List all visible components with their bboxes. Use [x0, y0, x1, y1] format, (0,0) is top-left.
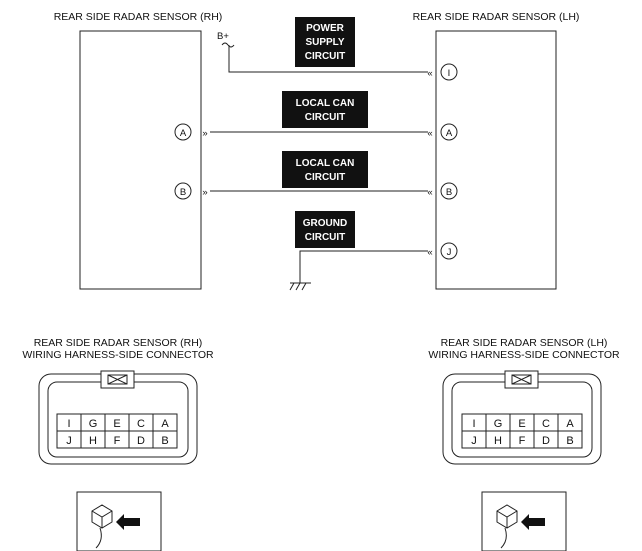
b-plus-label: B+	[217, 31, 229, 42]
pin-a-lh	[440, 123, 458, 141]
lh-connector-title: REAR SIDE RADAR SENSOR (LH)	[441, 337, 608, 349]
svg-text:J: J	[447, 247, 452, 258]
svg-text:CIRCUIT: CIRCUIT	[305, 232, 346, 243]
svg-text:B: B	[446, 187, 452, 198]
svg-text:«: «	[427, 187, 432, 198]
svg-text:A: A	[446, 128, 453, 139]
svg-text:GROUND: GROUND	[303, 218, 347, 229]
svg-text:I: I	[67, 418, 70, 430]
svg-text:I: I	[472, 418, 475, 430]
local-can-circuit-label-2	[282, 151, 368, 188]
lh-sensor-title: REAR SIDE RADAR SENSOR (LH)	[413, 11, 580, 23]
svg-text:CIRCUIT: CIRCUIT	[305, 112, 346, 123]
svg-text:POWER: POWER	[306, 23, 345, 34]
svg-text:SUPPLY: SUPPLY	[305, 37, 344, 48]
ground-symbol	[289, 282, 311, 291]
svg-text:LOCAL CAN: LOCAL CAN	[296, 98, 355, 109]
svg-text:»: »	[202, 187, 207, 198]
svg-text:D: D	[542, 435, 550, 447]
svg-text:H: H	[89, 435, 97, 447]
svg-text:C: C	[137, 418, 145, 430]
lh-connector-face	[442, 370, 602, 465]
svg-text:B: B	[161, 435, 168, 447]
svg-text:B: B	[566, 435, 573, 447]
rh-sensor-title: REAR SIDE RADAR SENSOR (RH)	[54, 11, 223, 23]
svg-text:A: A	[161, 418, 169, 430]
svg-text:A: A	[180, 128, 187, 139]
svg-text:D: D	[137, 435, 145, 447]
svg-text:F: F	[519, 435, 526, 447]
svg-text:F: F	[114, 435, 121, 447]
pin-j-lh	[440, 242, 458, 260]
svg-text:H: H	[494, 435, 502, 447]
svg-text:J: J	[471, 435, 477, 447]
svg-text:»: »	[202, 128, 207, 139]
svg-text:«: «	[427, 247, 432, 258]
rh-connector-section: REAR SIDE RADAR SENSOR (RH) WIRING HARNE…	[22, 337, 214, 551]
rh-connector-title: REAR SIDE RADAR SENSOR (RH)	[34, 337, 203, 349]
svg-text:«: «	[427, 68, 432, 79]
svg-text:A: A	[566, 418, 574, 430]
pin-b-lh	[440, 182, 458, 200]
svg-text:B: B	[180, 187, 186, 198]
rh-sensor-box	[79, 30, 202, 290]
local-can-circuit-label-1	[282, 91, 368, 128]
pin-b-rh	[174, 182, 192, 200]
svg-text:G: G	[89, 418, 98, 430]
rh-connector-subtitle: WIRING HARNESS-SIDE CONNECTOR	[22, 349, 214, 361]
rh-connector-view-icon	[76, 491, 162, 551]
pin-i-lh	[440, 63, 458, 81]
svg-text:LOCAL CAN: LOCAL CAN	[296, 158, 355, 169]
lh-connector-subtitle: WIRING HARNESS-SIDE CONNECTOR	[428, 349, 620, 361]
svg-text:«: «	[427, 128, 432, 139]
lh-connector-view-icon	[481, 491, 567, 551]
svg-text:I: I	[448, 68, 451, 79]
svg-text:E: E	[113, 418, 120, 430]
lh-connector-section: REAR SIDE RADAR SENSOR (LH) WIRING HARNE…	[428, 337, 620, 551]
ground-wire	[299, 250, 428, 283]
ground-circuit-label	[295, 211, 355, 248]
pin-a-rh	[174, 123, 192, 141]
svg-text:G: G	[494, 418, 503, 430]
svg-text:CIRCUIT: CIRCUIT	[305, 172, 346, 183]
svg-text:E: E	[518, 418, 525, 430]
svg-text:J: J	[66, 435, 72, 447]
svg-text:CIRCUIT: CIRCUIT	[305, 51, 346, 62]
svg-text:C: C	[542, 418, 550, 430]
power-supply-wire	[228, 45, 428, 73]
b-plus-symbol	[221, 42, 235, 48]
rh-connector-face	[38, 370, 198, 465]
power-supply-circuit-label	[295, 17, 355, 67]
